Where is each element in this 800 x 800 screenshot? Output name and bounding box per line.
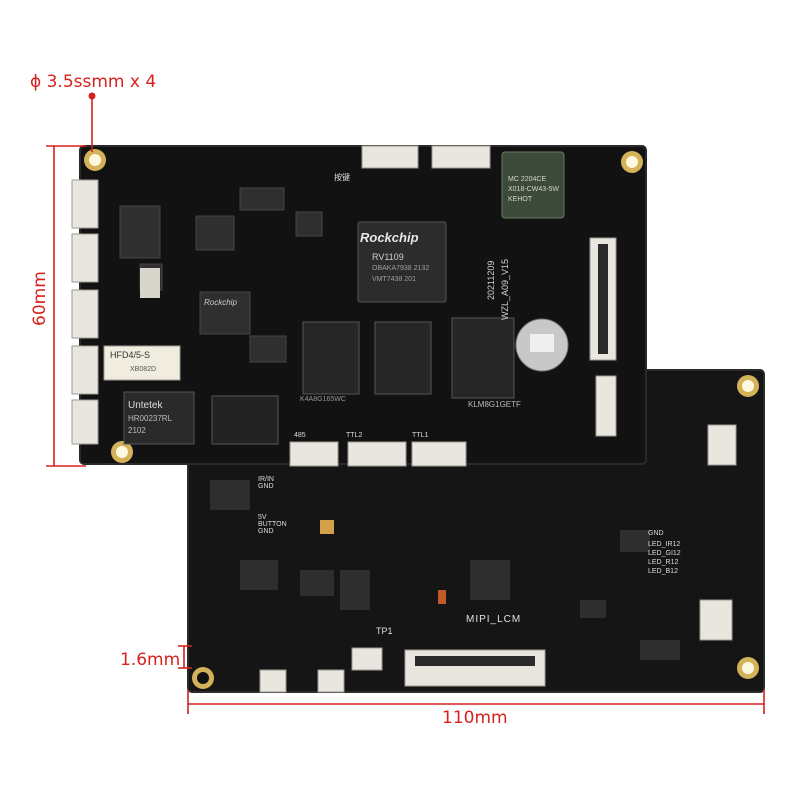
relay-model: HFD4/5-S: [110, 350, 151, 360]
eth-chip: [123, 391, 195, 445]
led-label: LED_GI12: [648, 550, 681, 557]
led-labels: LED_IR12 LED_GI12 LED_R12 LED_B12: [648, 540, 681, 576]
wifi-module: [501, 151, 565, 219]
power-label: 5V BUTTON GND: [258, 514, 287, 535]
emmc-chip: [451, 317, 515, 399]
relay-code: XB082D: [130, 366, 157, 373]
relay: [103, 345, 181, 381]
ttl1-label: TTL1: [412, 432, 429, 439]
ram-chip: [374, 321, 432, 395]
top-board: [71, 145, 647, 467]
led-label: LED_R12: [648, 559, 679, 566]
module-model: X018-CW43-5W: [508, 186, 559, 193]
width-label: 110mm: [442, 708, 508, 728]
rs485-label: 485: [294, 432, 306, 439]
btn-label: 按键: [334, 173, 350, 182]
irin-label: IR/IN GND: [258, 476, 274, 490]
ram-text: K4A8G165WC: [300, 396, 346, 403]
eth-chip-model: HR00237RL: [128, 414, 173, 423]
mipi-label: MIPI_LCM: [466, 614, 522, 625]
height-label: 60mm: [30, 271, 50, 326]
small-soc-brand: Rockchip: [204, 298, 237, 307]
eth-chip-brand: Untetek: [128, 400, 163, 411]
eth-chip-code: 2102: [128, 426, 146, 435]
soc-code: OBAKA7938 2132: [372, 265, 430, 272]
gnd-label: GND: [648, 530, 664, 537]
ttl2-label: TTL2: [346, 432, 363, 439]
emmc-text: KLM8G1GETF: [468, 400, 521, 409]
module-code: MC 2204CE: [508, 176, 547, 183]
tp-label: TP1: [376, 626, 393, 636]
led-label: LED_B12: [648, 568, 678, 575]
soc-brand: Rockchip: [360, 230, 419, 245]
module-name: KEHOT: [508, 196, 533, 203]
soc-chip: [357, 221, 447, 303]
soc-model: RV1109: [372, 252, 404, 262]
soc-sub: VMT7438 201: [372, 276, 416, 283]
hole-size-label: ϕ 3.5ssmm x 4: [30, 72, 157, 92]
ram-chip: [302, 321, 360, 395]
led-label: LED_IR12: [648, 541, 681, 548]
thickness-label: 1.6mm: [120, 650, 181, 670]
